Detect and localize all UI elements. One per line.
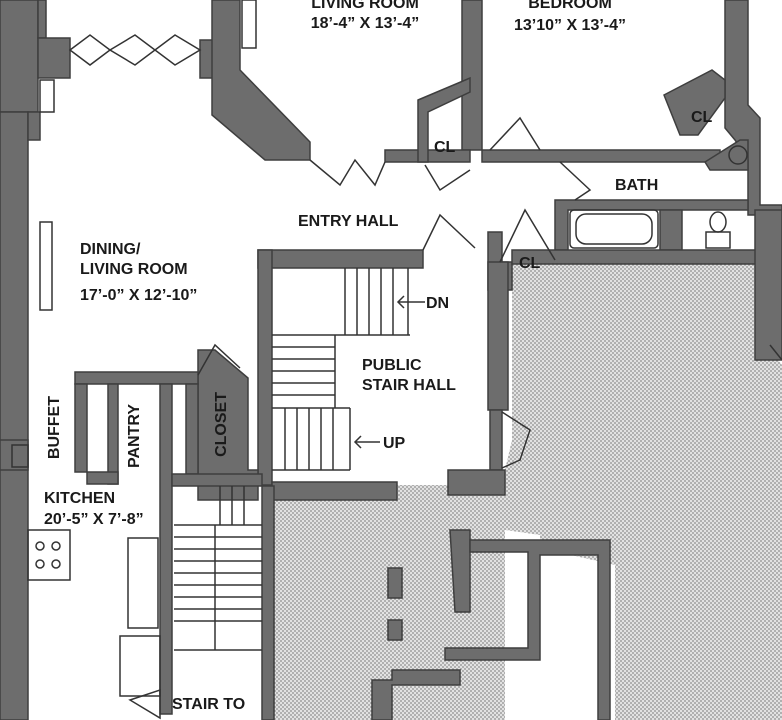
closet-cl-label-2: CL — [691, 109, 713, 126]
pantry-label: PANTRY — [126, 404, 143, 468]
kitchen-label: KITCHEN — [44, 490, 116, 507]
public-stair-hall-label: PUBLIC STAIR HALL — [362, 357, 456, 394]
dining-label: DINING/ LIVING ROOM — [80, 241, 188, 278]
shaded-area-bottom — [272, 485, 505, 720]
closet-cl-label-1: CL — [434, 139, 456, 156]
shaded-area-right — [505, 262, 782, 720]
bath-label: BATH — [615, 177, 659, 194]
stair-down-label: DN — [426, 295, 450, 312]
bedroom-dims: 13’10” X 13’-4” — [513, 17, 627, 34]
stairs-upper — [272, 268, 410, 409]
stairs-kitchen — [174, 486, 262, 651]
closet-cl-label-3: CL — [519, 255, 541, 272]
living-room-label: LIVING ROOM — [311, 0, 419, 12]
buffet-label: BUFFET — [46, 396, 63, 460]
bedroom-label: BEDROOM — [528, 0, 612, 12]
stairs-lower — [272, 408, 351, 471]
dining-dims: 17’-0” X 12’-10” — [80, 287, 198, 304]
closet-label: CLOSET — [213, 392, 230, 457]
living-room-dims: 18’-4” X 13’-4” — [310, 15, 420, 32]
stair-to-label: STAIR TO — [172, 696, 246, 713]
stair-up-label: UP — [383, 435, 406, 452]
kitchen-dims: 20’-5” X 7’-8” — [44, 511, 144, 528]
entry-hall-label: ENTRY HALL — [298, 213, 399, 230]
